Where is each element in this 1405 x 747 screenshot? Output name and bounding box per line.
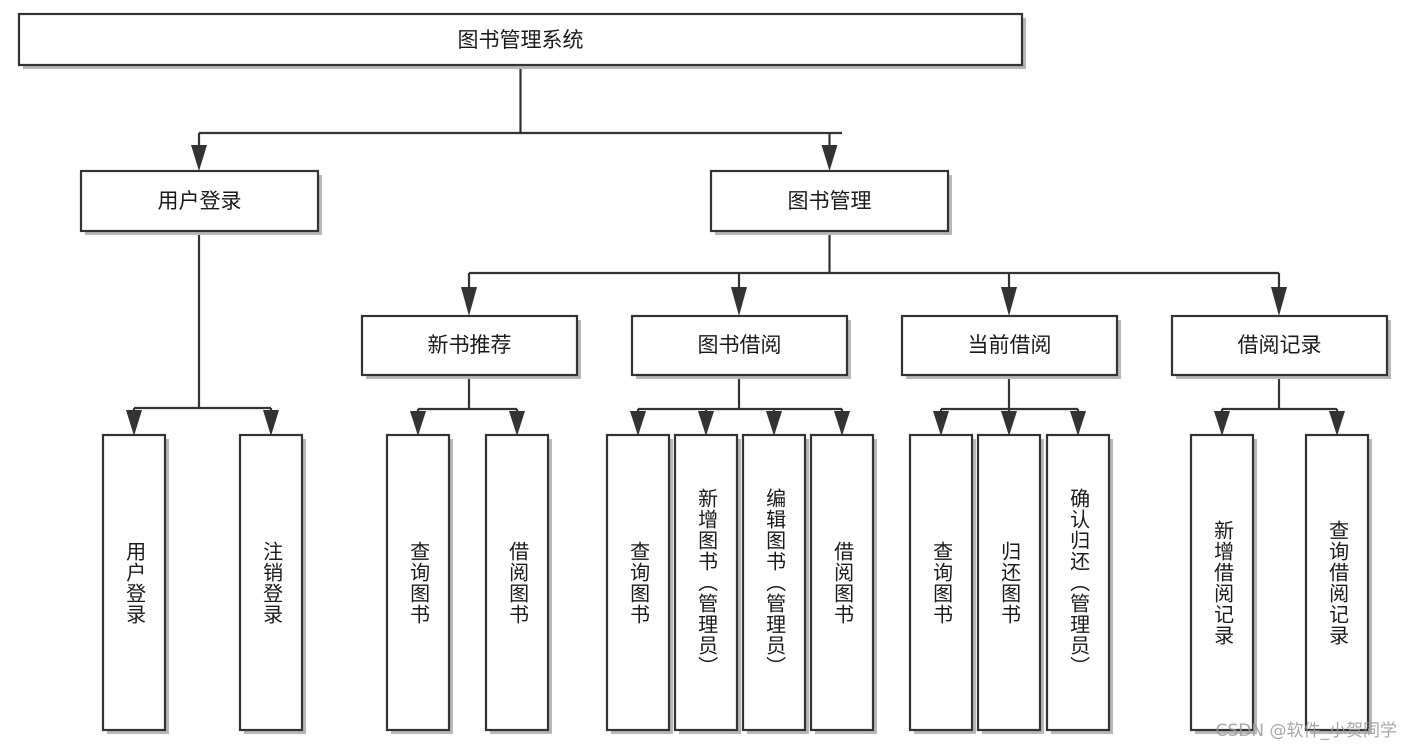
node-leaf-current-query[interactable] [908,433,974,732]
node-leaf-return-book[interactable] [976,433,1042,732]
arrow-head-bookborrow-leaf-4 [834,411,850,436]
arrow-head-currentborrow-leaf-3 [1070,411,1086,436]
node-book-management[interactable] [709,169,950,233]
label-book-management: 图书管理 [788,189,872,213]
arrow-head-newbook-leaf-2 [509,411,525,436]
label-root: 图书管理系统 [458,28,584,52]
box-layer [17,12,1391,734]
node-leaf-add-record[interactable] [1189,433,1255,732]
arrow-head-borrowrecord-leaf-2 [1329,411,1345,436]
node-leaf-add-book[interactable] [673,433,739,732]
label-user-login: 用户登录 [158,189,242,213]
node-borrow-record[interactable] [1170,314,1389,377]
node-leaf-newbook-borrow[interactable] [484,433,550,732]
node-leaf-edit-book[interactable] [741,433,807,732]
arrow-head-leaf-user-login [126,410,142,436]
arrow-head-borrowrecord-leaf-1 [1214,411,1230,436]
arrow-head-currentborrow [1001,287,1017,316]
connector-layer [126,65,1345,436]
arrow-head-leaf-logout [263,410,279,436]
node-leaf-query-record[interactable] [1304,433,1370,732]
arrow-head-newbook [461,287,477,316]
label-new-book-recommend: 新书推荐 [428,333,512,357]
arrow-head-bookborrow [731,287,747,316]
arrow-head-bookborrow-leaf-2 [698,411,714,436]
node-root[interactable] [17,12,1024,67]
arrow-head-bookmgmt [821,145,838,171]
label-book-borrow: 图书借阅 [698,333,782,357]
label-current-borrow: 当前借阅 [968,333,1052,357]
node-current-borrow[interactable] [900,314,1119,377]
node-book-borrow[interactable] [630,314,849,377]
arrow-head-bookborrow-leaf-3 [766,411,782,436]
arrow-head-newbook-leaf-1 [410,411,426,436]
arrow-head-userlogin [191,145,207,171]
node-leaf-newbook-query[interactable] [385,433,451,732]
arrow-head-bookborrow-leaf-1 [630,411,646,436]
label-layer: 图书管理系统 用户登录 图书管理 新书推荐 图书借阅 当前借阅 借阅记录 [158,28,1322,357]
node-new-book-recommend[interactable] [360,314,579,377]
node-user-login[interactable] [79,169,320,233]
node-leaf-borrow-book[interactable] [809,433,875,732]
node-leaf-logout[interactable] [238,433,304,732]
csdn-watermark: CSDN @软件_小贺同学 [1215,721,1397,741]
label-borrow-record: 借阅记录 [1238,333,1322,357]
node-leaf-user-login[interactable] [101,433,167,732]
arrow-head-currentborrow-leaf-2 [1001,411,1017,436]
node-leaf-confirm-return[interactable] [1045,433,1111,732]
arrow-head-currentborrow-leaf-1 [933,411,949,436]
node-leaf-borrow-query[interactable] [605,433,671,732]
arrow-head-borrowrecord [1271,287,1287,316]
